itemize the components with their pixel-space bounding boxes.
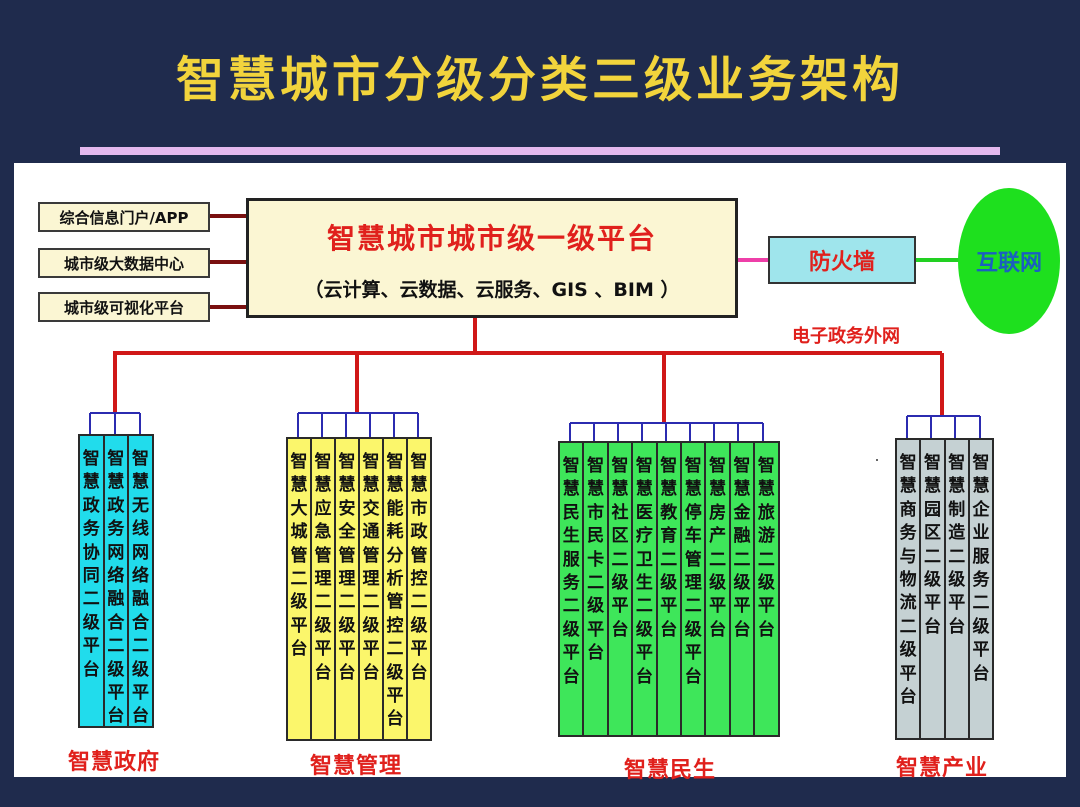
firewall-box: 防火墙 (768, 236, 916, 284)
platform-column-life-5: 智慧教育二级平台 (655, 441, 682, 737)
platform-column-mgmt-2: 智慧应急管理二级平台 (310, 437, 336, 741)
group-label-industry: 智慧产业 (896, 756, 989, 781)
bracket-life (569, 422, 764, 441)
group-label-management: 智慧管理 (310, 754, 403, 779)
platform-column-gov-2: 智慧政务网络融合二级平台 (102, 434, 130, 728)
platform-column-life-6: 智慧停车管理二级平台 (680, 441, 707, 737)
title-divider (80, 147, 1000, 155)
platform-column-industry-2: 智慧园区二级平台 (919, 438, 946, 740)
visualization-platform-box: 城市级可视化平台 (38, 292, 210, 322)
bracket-gov (89, 412, 141, 434)
platform-column-industry-4: 智慧企业服务二级平台 (967, 438, 995, 740)
city-level-platform: 智慧城市城市级一级平台 （云计算、云数据、云服务、GIS 、BIM ） (246, 198, 738, 318)
egov-network-label: 电子政务外网 (792, 326, 900, 347)
platform-column-life-8: 智慧金融二级平台 (728, 441, 756, 737)
bracket-mgmt (297, 412, 419, 437)
platform-column-industry-1: 智慧商务与物流二级平台 (895, 438, 922, 740)
bracket-industry (906, 415, 981, 438)
platform-column-life-9: 智慧旅游二级平台 (753, 441, 780, 737)
platform-column-mgmt-3: 智慧安全管理二级平台 (334, 437, 360, 741)
platform-column-life-1: 智慧民生服务二级平台 (558, 441, 585, 737)
platform-title: 智慧城市城市级一级平台 (326, 222, 657, 255)
platform-column-mgmt-4: 智慧交通管理二级平台 (358, 437, 384, 741)
platform-column-life-3: 智慧社区二级平台 (606, 441, 634, 737)
group-label-government: 智慧政府 (68, 750, 161, 775)
platform-column-mgmt-5: 智慧能耗分析管控二级平台 (382, 437, 408, 741)
decor-dot (876, 459, 878, 461)
platform-column-gov-1: 智慧政务协同二级平台 (78, 434, 105, 728)
portal-app-box: 综合信息门户/APP (38, 202, 210, 232)
platform-column-life-4: 智慧医疗卫生二级平台 (631, 441, 658, 737)
platform-column-mgmt-6: 智慧市政管控二级平台 (406, 437, 432, 741)
platform-column-mgmt-1: 智慧大城管二级平台 (286, 437, 312, 741)
platform-subtitle: （云计算、云数据、云服务、GIS 、BIM ） (304, 279, 680, 301)
platform-column-industry-3: 智慧制造二级平台 (943, 438, 970, 740)
big-data-center-box: 城市级大数据中心 (38, 248, 210, 278)
group-label-livelihood: 智慧民生 (624, 758, 717, 783)
internet-node: 互联网 (958, 188, 1060, 334)
page-title: 智慧城市分级分类三级业务架构 (175, 52, 904, 108)
platform-column-life-7: 智慧房产二级平台 (704, 441, 731, 737)
platform-column-life-2: 智慧市民卡二级平台 (582, 441, 609, 737)
platform-column-gov-3: 智慧无线网络融合二级平台 (127, 434, 154, 728)
